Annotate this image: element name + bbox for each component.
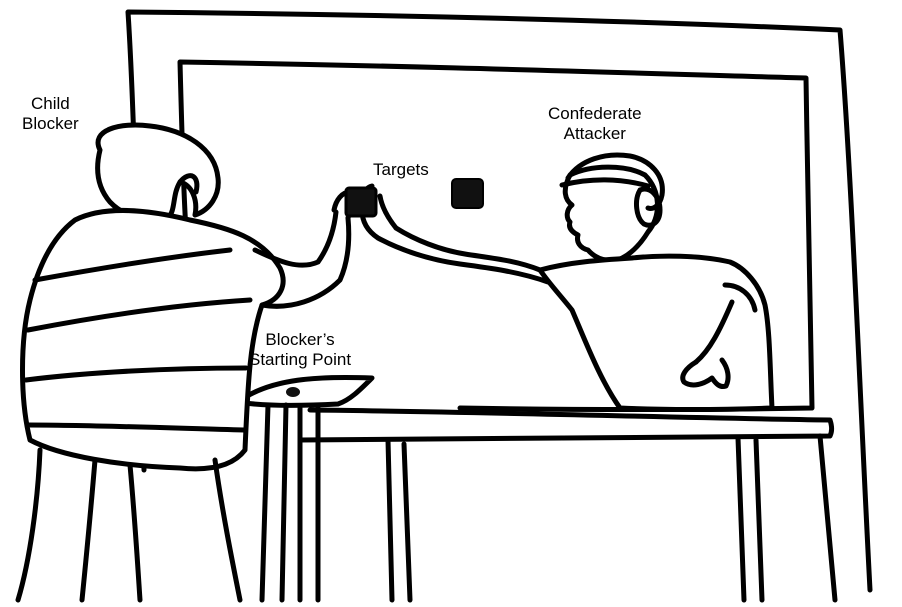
podium-post [262,405,318,600]
label-confederate-attacker: Confederate Attacker [548,104,642,144]
confederate-attacker-figure [361,155,772,410]
child-legs [18,450,240,600]
starting-point-marker [286,387,300,397]
table-legs [388,436,835,600]
label-child-blocker: Child Blocker [22,94,79,134]
label-blocker-starting-point: Blocker’s Starting Point [249,330,351,370]
target-held [346,188,376,216]
child-head [98,125,219,219]
starting-point-podium [238,377,372,405]
child-arm-upper [255,212,336,265]
board-ledge [300,410,832,440]
label-targets: Targets [373,160,429,180]
attacker-torso [540,256,772,409]
target-board [452,179,483,208]
